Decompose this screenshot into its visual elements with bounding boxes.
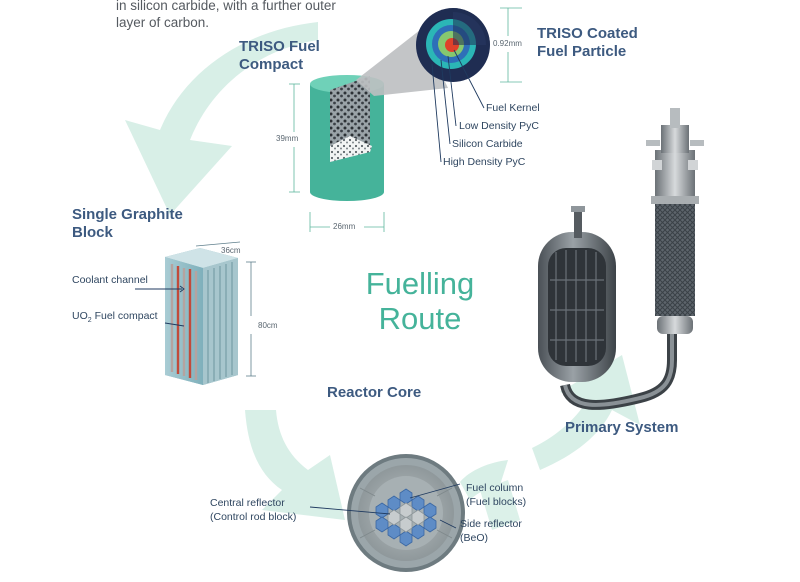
block-dimension-lines bbox=[195, 241, 256, 377]
reactor-core-illustration bbox=[347, 454, 465, 572]
core-leader-lines bbox=[309, 483, 461, 529]
graphite-block-illustration bbox=[165, 248, 238, 385]
triso-particle-illustration bbox=[416, 8, 490, 82]
central-reflector-label-line-2: (Control rod block) bbox=[210, 511, 297, 523]
center-title-line-1: Fuelling bbox=[365, 266, 475, 301]
side-reflector-label-line-2: (BeO) bbox=[460, 532, 489, 544]
side-reflector-label-line-1: Side reflector bbox=[460, 518, 522, 530]
layer-label-silicon-carbide: Silicon Carbide bbox=[452, 138, 523, 150]
coolant-channel-label: Coolant channel bbox=[72, 274, 148, 286]
layer-label-fuel-kernel: Fuel Kernel bbox=[486, 102, 540, 114]
primary-system-illustration bbox=[538, 108, 704, 410]
fuel-compact-label: UO2 Fuel compact bbox=[72, 310, 158, 324]
fuel-compact-title-line-1: TRISO Fuel bbox=[239, 38, 320, 55]
graphite-block-title-line-1: Single Graphite bbox=[72, 206, 183, 223]
layer-label-low-density-pyc: Low Density PyC bbox=[459, 120, 539, 132]
block-width-label: 36cm bbox=[221, 246, 241, 255]
block-height-label: 80cm bbox=[258, 321, 278, 330]
layer-label-high-density-pyc: High Density PyC bbox=[443, 156, 526, 168]
compact-height-label: 39mm bbox=[276, 134, 299, 143]
triso-particle-title-line-2: Fuel Particle bbox=[537, 43, 627, 60]
fuel-compact-label-suffix: Fuel compact bbox=[91, 310, 158, 322]
reactor-core-title: Reactor Core bbox=[327, 384, 422, 401]
fuel-compact-illustration bbox=[310, 75, 384, 201]
fuel-column-label-line-1: Fuel column bbox=[466, 482, 524, 494]
intro-text-line-1: in silicon carbide, with a further outer bbox=[116, 0, 336, 13]
graphite-block-title-line-2: Block bbox=[72, 224, 113, 241]
compact-width-label: 26mm bbox=[333, 222, 356, 231]
triso-particle-title-line-1: TRISO Coated bbox=[537, 25, 638, 42]
particle-dimension-lines bbox=[500, 7, 522, 83]
fuel-compact-label-subscript: 2 bbox=[87, 317, 92, 325]
intro-text-line-2: layer of carbon. bbox=[116, 15, 210, 30]
fuelling-route-arrows bbox=[125, 22, 640, 530]
center-title-line-2: Route bbox=[378, 301, 462, 336]
fuel-compact-label-prefix: UO bbox=[72, 310, 88, 322]
fuel-column-label-line-2: (Fuel blocks) bbox=[466, 496, 527, 508]
central-reflector-label-line-1: Central reflector bbox=[210, 497, 285, 509]
block-leader-lines bbox=[135, 285, 185, 327]
compact-dimension-lines bbox=[289, 83, 385, 232]
particle-diameter-label: 0.92mm bbox=[493, 39, 522, 48]
primary-system-title: Primary System bbox=[565, 419, 679, 436]
fuel-compact-title-line-2: Compact bbox=[239, 56, 304, 73]
particle-leader-lines bbox=[431, 49, 485, 163]
